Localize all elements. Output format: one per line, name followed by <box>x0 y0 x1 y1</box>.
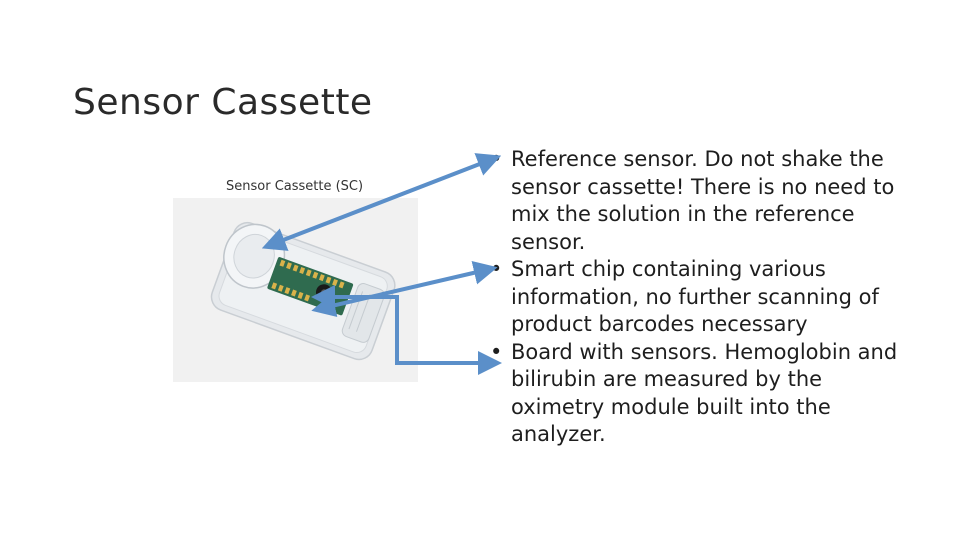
bullet-sensor-board: •Board with sensors. Hemoglobin and bili… <box>490 339 898 447</box>
sensor-cassette-photo <box>173 198 418 382</box>
slide-title: Sensor Cassette <box>73 82 373 124</box>
image-caption: Sensor Cassette (SC) <box>226 179 364 194</box>
bullet-list: •Reference sensor. Do not shake the sens… <box>488 146 898 449</box>
sensor-cassette-illustration <box>210 221 396 361</box>
bullet-smart-chip: •Smart chip containing various informati… <box>490 257 879 336</box>
bullet-reference-sensor: •Reference sensor. Do not shake the sens… <box>490 147 895 254</box>
